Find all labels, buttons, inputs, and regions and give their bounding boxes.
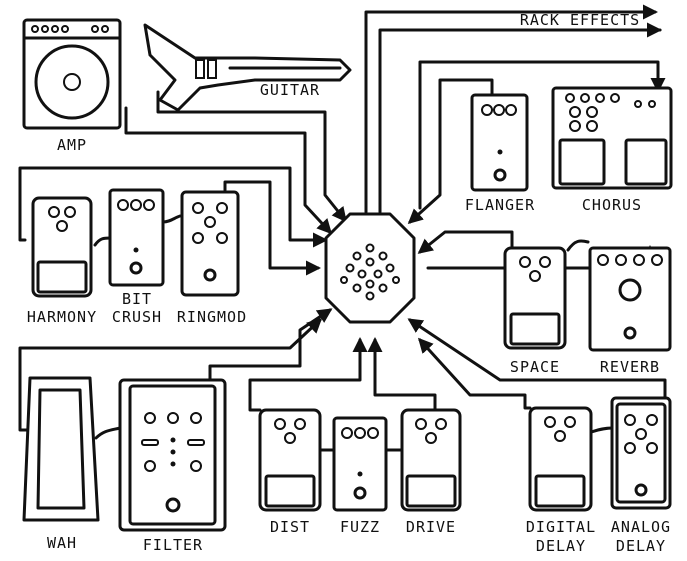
guitar-label: GUITAR	[260, 81, 320, 99]
reverb-pedal[interactable]	[588, 246, 672, 352]
harmony-pedal[interactable]	[31, 196, 93, 298]
wah-label: WAH	[47, 534, 77, 552]
amp[interactable]	[22, 18, 122, 130]
rack-effects-label: RACK EFFECTS	[520, 11, 640, 29]
reverb-label: REVERB	[600, 358, 660, 376]
analog-delay-label-1: ANALOG	[611, 518, 671, 536]
harmony-label: HARMONY	[27, 308, 97, 326]
drive-pedal[interactable]	[400, 408, 462, 512]
digital-delay-label-2: DELAY	[536, 537, 586, 555]
ringmod-label: RINGMOD	[177, 308, 247, 326]
flanger-label: FLANGER	[465, 196, 535, 214]
fuzz-label: FUZZ	[340, 518, 380, 536]
chorus-label: CHORUS	[582, 196, 642, 214]
analog-delay-pedal[interactable]	[610, 396, 672, 510]
digital-delay-label-1: DIGITAL	[526, 518, 596, 536]
filter-pedal[interactable]	[118, 378, 227, 532]
filter-label: FILTER	[143, 536, 203, 554]
amp-label: AMP	[57, 136, 87, 154]
drive-label: DRIVE	[406, 518, 456, 536]
bit-crush-pedal[interactable]	[108, 188, 165, 287]
cables	[18, 4, 667, 452]
space-label: SPACE	[510, 358, 560, 376]
analog-delay-label-2: DELAY	[616, 537, 666, 555]
dist-pedal[interactable]	[258, 408, 322, 512]
fuzz-pedal[interactable]	[332, 416, 388, 512]
digital-delay-pedal[interactable]	[528, 406, 593, 512]
flanger-pedal[interactable]	[470, 93, 529, 192]
signal-hub	[324, 212, 416, 324]
ringmod-pedal[interactable]	[180, 190, 240, 297]
wah-pedal[interactable]	[22, 376, 100, 522]
dist-label: DIST	[270, 518, 310, 536]
bit-crush-label-2: CRUSH	[112, 308, 162, 326]
guitar[interactable]	[143, 23, 352, 112]
chorus-pedal[interactable]	[551, 86, 673, 190]
space-pedal[interactable]	[503, 246, 567, 350]
bit-crush-label-1: BIT	[122, 290, 152, 308]
